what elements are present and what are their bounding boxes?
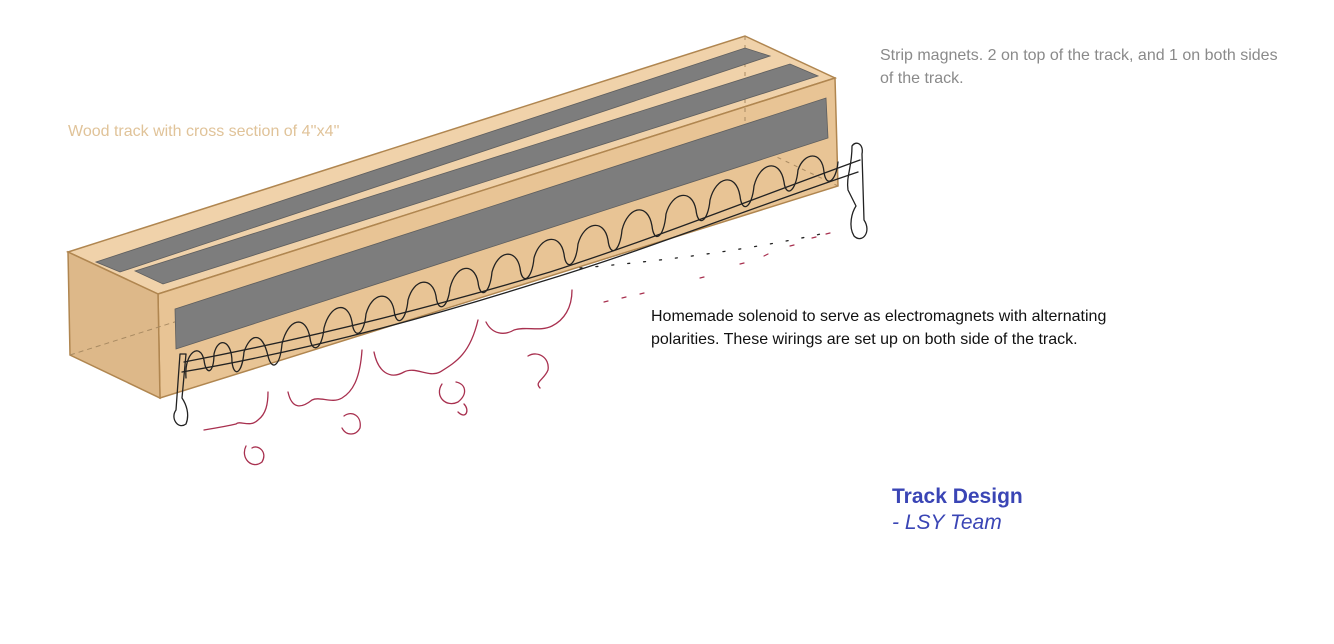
coil-left-terminal [173, 353, 189, 427]
coil-core-wire-2 [183, 159, 861, 363]
team-credit: - LSY Team [892, 511, 1002, 534]
title-block: Track Design - LSY Team [892, 484, 1023, 536]
polarity-arrow-1 [243, 445, 265, 466]
coil-right-terminal [846, 142, 868, 240]
polarity-bracket-1 [203, 391, 269, 431]
polarity-arrow-2 [341, 413, 361, 435]
wood-track-label: Wood track with cross section of 4''x4'' [68, 123, 340, 140]
wood-track-end-face [67, 250, 161, 400]
page-title: Track Design [892, 485, 1023, 508]
solenoid-label: Homemade solenoid to serve as electromag… [651, 308, 1107, 348]
solenoid-coil [173, 142, 868, 427]
strip-magnets [94, 47, 829, 350]
polarity-arrow-3 [438, 381, 468, 416]
side-magnet-strip [174, 97, 829, 350]
strip-magnets-label: Strip magnets. 2 on top of the track, an… [880, 47, 1278, 87]
polarity-bracket-3 [373, 319, 479, 376]
coil-loops [185, 155, 839, 379]
top-magnet-strip-1 [94, 47, 772, 273]
coil-core-wire-1 [181, 171, 859, 373]
polarity-bracket-4 [485, 289, 573, 334]
top-magnet-strip-2 [133, 63, 820, 285]
polarity-trail [603, 232, 831, 303]
polarity-markings [203, 289, 573, 466]
polarity-arrow-4 [527, 353, 549, 389]
polarity-bracket-2 [287, 349, 363, 407]
